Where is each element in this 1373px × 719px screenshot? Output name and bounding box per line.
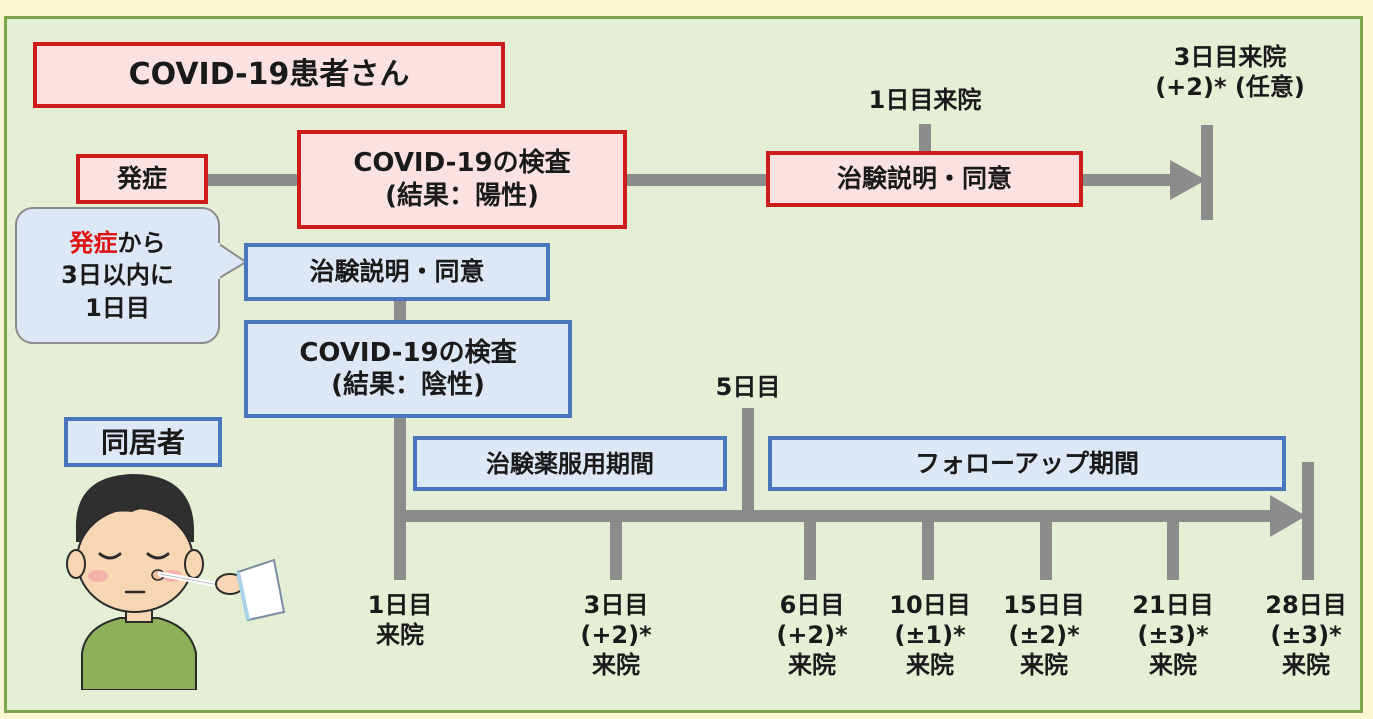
visit-tick-day3 <box>610 515 622 580</box>
callout-line3: 1日目 <box>85 293 150 322</box>
patient-consent-box: 治験説明・同意 <box>766 151 1083 207</box>
visit-tick-day15 <box>1040 515 1052 580</box>
callout-pointer-cover <box>214 243 220 279</box>
patient-day1-tick <box>919 124 931 154</box>
patient-day1-label: 1日目来院 <box>868 86 982 114</box>
household-timeline-arrowhead <box>1270 495 1306 537</box>
patient-test-box: COVID-19の検査 (結果：陽性) <box>297 130 627 229</box>
household-test-box: COVID-19の検査 (結果：陰性) <box>244 320 572 418</box>
patient-title: COVID-19患者さん <box>33 42 505 108</box>
visit-label-day28: 28日目 (±3)* 来院 <box>1265 591 1347 679</box>
callout-line2: 3日以内に <box>61 261 174 290</box>
onset-box: 発症 <box>76 154 208 204</box>
nasal-swab-illustration <box>66 474 286 690</box>
visit-tick-day6 <box>804 515 816 580</box>
visit-tick-day21 <box>1167 515 1179 580</box>
day5-label: 5日目 <box>715 373 781 401</box>
visit-label-day6: 6日目 (+2)* 来院 <box>776 591 848 679</box>
patient-day3-tick <box>1201 125 1213 220</box>
callout-line1-rest: から <box>117 228 166 257</box>
visit-label-day1: 1日目 来院 <box>367 591 433 649</box>
onset-callout: 発症から 3日以内に 1日目 <box>15 207 220 344</box>
visit-tick-day10 <box>922 515 934 580</box>
callout-onset-word: 発症 <box>69 228 118 257</box>
visit-label-day3: 3日目 (+2)* 来院 <box>580 591 652 679</box>
patient-timeline-arrowhead <box>1170 160 1206 200</box>
followup-period-box: フォローアップ期間 <box>768 436 1286 491</box>
visit-label-day10: 10日目 (±1)* 来院 <box>889 591 971 679</box>
day5-tick <box>742 408 754 518</box>
dosing-period-box: 治験薬服用期間 <box>413 436 727 491</box>
household-title: 同居者 <box>64 417 222 467</box>
household-consent-box: 治験説明・同意 <box>244 243 550 301</box>
diagram-panel <box>4 16 1363 713</box>
visit-label-day15: 15日目 (±2)* 来院 <box>1003 591 1085 679</box>
day28-tick <box>1302 462 1314 580</box>
visit-label-day21: 21日目 (±3)* 来院 <box>1132 591 1214 679</box>
patient-day3-label: 3日目来院 (+2)* (任意) <box>1155 43 1305 101</box>
callout-line1: 発症から <box>70 227 166 259</box>
household-timeline <box>394 510 1284 522</box>
